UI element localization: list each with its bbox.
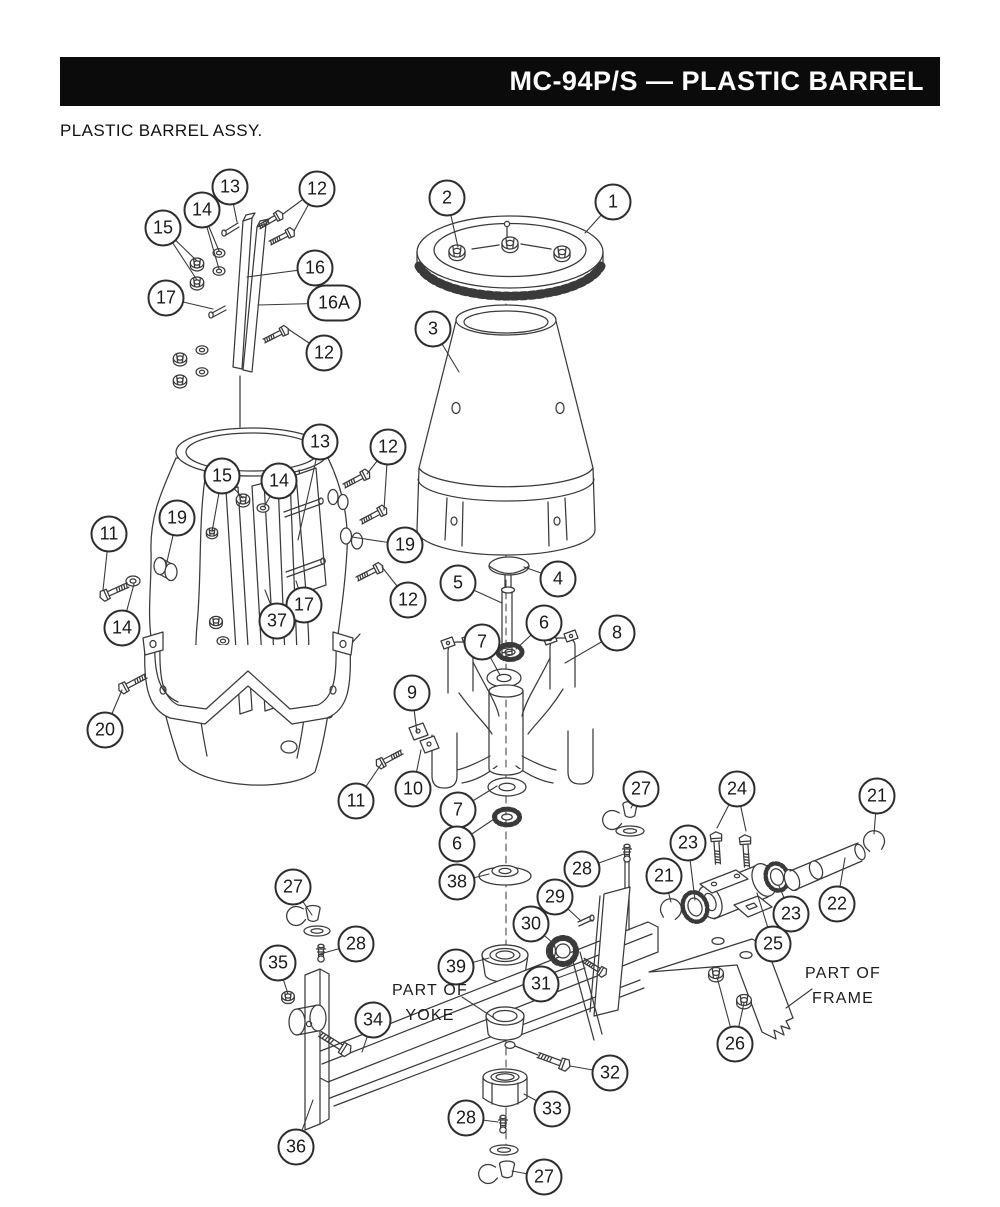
callout-28: 28 <box>447 1099 485 1137</box>
part-thrust-stack <box>479 866 531 983</box>
callout-7: 7 <box>439 791 477 829</box>
callout-37: 37 <box>258 602 296 640</box>
callout-10: 10 <box>394 770 432 808</box>
callout-9: 9 <box>393 674 431 712</box>
callout-13: 13 <box>211 168 249 206</box>
callout-30: 30 <box>512 905 550 943</box>
callout-17: 17 <box>147 279 185 317</box>
part-left-fittings <box>284 904 330 963</box>
part-cradle-straps <box>115 632 360 724</box>
callout-14: 14 <box>183 191 221 229</box>
title-bar: MC-94P/S — PLASTIC BARREL <box>60 57 940 106</box>
callout-21: 21 <box>645 857 683 895</box>
callout-6: 6 <box>438 825 476 863</box>
callout-19: 19 <box>158 499 196 537</box>
callout-23: 23 <box>669 824 707 862</box>
callout-2: 2 <box>428 179 466 217</box>
part-plastic-barrel <box>97 428 390 785</box>
part-slat-assembly <box>172 208 297 427</box>
callout-21: 21 <box>858 777 896 815</box>
callout-28: 28 <box>337 925 375 963</box>
part-of-yoke-label: PART OF YOKE <box>392 982 468 1024</box>
part-latch-gear <box>547 915 610 1040</box>
callout-33: 33 <box>533 1090 571 1128</box>
part-pivot-assembly <box>590 800 887 1039</box>
callout-31: 31 <box>522 965 560 1003</box>
part-shaft-and-cap <box>489 557 529 660</box>
part-of-frame-label: PART OF FRAME <box>805 965 881 1007</box>
callout-27: 27 <box>525 1158 563 1196</box>
callout-29: 29 <box>536 878 574 916</box>
part-hex-nut-33 <box>483 1069 527 1107</box>
callout-35: 35 <box>259 944 297 982</box>
callout-15: 15 <box>203 457 241 495</box>
callout-15: 15 <box>144 209 182 247</box>
part-ring-gear <box>417 216 603 299</box>
callout-28: 28 <box>563 850 601 888</box>
callout-11: 11 <box>90 515 128 553</box>
callout-12: 12 <box>305 334 343 372</box>
callout-39: 39 <box>437 948 475 986</box>
callout-4: 4 <box>539 560 577 598</box>
callout-1: 1 <box>594 183 632 221</box>
callout-13: 13 <box>301 423 339 461</box>
callout-7: 7 <box>463 623 501 661</box>
part-yoke-spider <box>373 630 593 825</box>
callout-14: 14 <box>103 609 141 647</box>
callout-25: 25 <box>754 925 792 963</box>
callout-16: 16 <box>296 249 334 287</box>
callout-14: 14 <box>260 462 298 500</box>
callout-24: 24 <box>718 770 756 808</box>
assembly-subtitle: PLASTIC BARREL ASSY. <box>60 121 263 140</box>
callout-11: 11 <box>337 782 375 820</box>
callout-27: 27 <box>274 868 312 906</box>
callout-8: 8 <box>598 614 636 652</box>
callout-16A: 16A <box>307 284 361 322</box>
callout-3: 3 <box>414 310 452 348</box>
part-pivot-collar <box>289 1005 326 1035</box>
callout-20: 20 <box>86 711 124 749</box>
callout-19: 19 <box>386 526 424 564</box>
callout-32: 32 <box>591 1054 629 1092</box>
callout-36: 36 <box>277 1128 315 1166</box>
callout-12: 12 <box>369 428 407 466</box>
callout-27: 27 <box>622 770 660 808</box>
callout-34: 34 <box>354 1001 392 1039</box>
callout-12: 12 <box>298 170 336 208</box>
callout-6: 6 <box>525 604 563 642</box>
callout-5: 5 <box>439 564 477 602</box>
callout-12: 12 <box>389 581 427 619</box>
callout-38: 38 <box>438 863 476 901</box>
callout-22: 22 <box>818 885 856 923</box>
callout-26: 26 <box>716 1025 754 1063</box>
page-title: MC-94P/S — PLASTIC BARREL <box>509 66 924 96</box>
